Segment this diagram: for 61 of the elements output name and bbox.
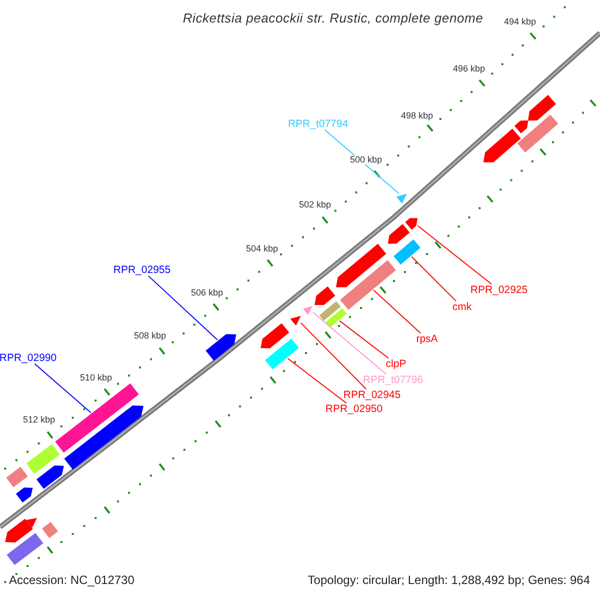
gene-feature [405, 218, 418, 230]
gene-label: RPR_t07794 [288, 118, 348, 130]
gene-feature [517, 132, 539, 152]
leader-line [300, 322, 367, 390]
leader-line [148, 275, 218, 340]
gene-label: rpsA [416, 334, 438, 344]
leader-line [411, 256, 457, 302]
scale-label: 512 kbp [22, 416, 56, 424]
gene-label: RPR_02955 [113, 264, 171, 276]
gene-feature [319, 301, 341, 321]
gene-feature [514, 120, 528, 134]
gene-feature [265, 338, 299, 370]
gene-feature [394, 239, 420, 265]
gene-feature [64, 405, 144, 470]
scale-label: 498 kbp [400, 112, 434, 120]
leader-line [34, 363, 92, 414]
leader-line [373, 290, 422, 334]
gene-feature [302, 306, 312, 315]
gene-feature [36, 466, 64, 489]
accession-text: Accession: NC_012730 [9, 574, 134, 586]
genome-info-text: Topology: circular; Length: 1,288,492 bp; Genes: 964 [308, 574, 590, 586]
leader-line [339, 320, 389, 359]
scale-label: 496 kbp [452, 64, 486, 74]
gene-feature [206, 334, 236, 361]
gene-feature [5, 518, 33, 543]
gene-feature [26, 518, 37, 528]
gene-feature [325, 308, 347, 328]
leader-line [287, 358, 347, 404]
gene-feature [16, 487, 33, 503]
gene-feature [42, 522, 58, 538]
scale-label: 508 kbp [134, 332, 166, 340]
leader-line [324, 129, 400, 194]
scale-label: 506 kbp [190, 288, 224, 298]
diagram-title: Rickettsia peacockii str. Rustic, complete genome [182, 12, 484, 24]
leader-line [312, 312, 387, 375]
gene-feature [6, 466, 28, 488]
gene-feature [6, 532, 44, 566]
gene-feature [314, 286, 336, 306]
gene-feature [483, 128, 521, 162]
gene-label: RPR_02945 [343, 390, 401, 400]
gene-label: RPR_02990 [0, 352, 57, 364]
gene-feature [340, 260, 396, 310]
gene-feature [388, 224, 410, 244]
gene-label: RPR_02950 [325, 404, 383, 414]
gene-feature [290, 316, 301, 326]
gene-feature [396, 194, 407, 204]
scale-label: 502 kbp [298, 200, 332, 210]
gene-label: RPR_t07796 [362, 374, 424, 386]
scale-label: 504 kbp [246, 244, 278, 254]
leader-line [417, 225, 492, 285]
gene-feature [336, 244, 386, 288]
scale-label: 510 kbp [80, 374, 112, 382]
scale-label: 494 kbp [504, 18, 536, 26]
gene-label: RPR_02925 [470, 284, 528, 296]
gene-feature [55, 383, 139, 453]
gene-feature [528, 94, 556, 121]
gene-label: cmk [452, 302, 472, 312]
gene-label: clpP [386, 358, 406, 370]
gene-feature [260, 323, 290, 348]
gene-feature [26, 444, 60, 474]
scale-label: 500 kbp [350, 156, 382, 164]
